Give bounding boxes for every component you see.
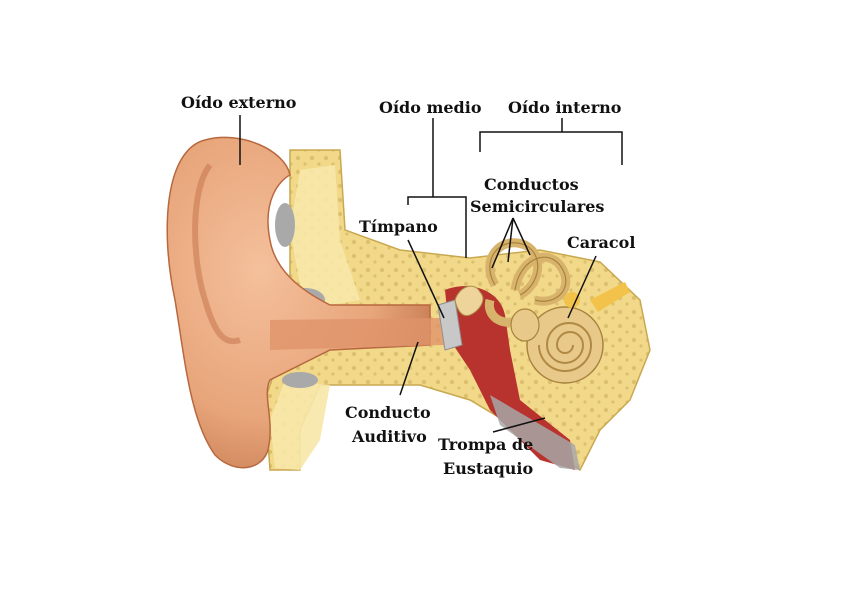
label-eustachian-2: Eustaquio (443, 459, 533, 478)
label-ear-canal-1: Conducto (345, 403, 431, 422)
label-semicircular-1: Conductos (484, 175, 579, 194)
label-cochlea: Caracol (567, 233, 635, 252)
label-eustachian-1: Trompa de (438, 435, 533, 454)
nerve-ganglion (564, 292, 580, 308)
label-inner-ear: Oído interno (508, 98, 622, 117)
gray-tissue-3 (282, 372, 318, 388)
label-middle-ear: Oído medio (379, 98, 482, 117)
gray-tissue-1 (275, 203, 295, 247)
label-ear-canal-2: Auditivo (351, 427, 427, 446)
label-semicircular-2: Semicirculares (470, 197, 604, 216)
label-outer-ear: Oído externo (181, 93, 297, 112)
ear-canal (270, 318, 445, 350)
label-eardrum: Tímpano (359, 217, 438, 236)
